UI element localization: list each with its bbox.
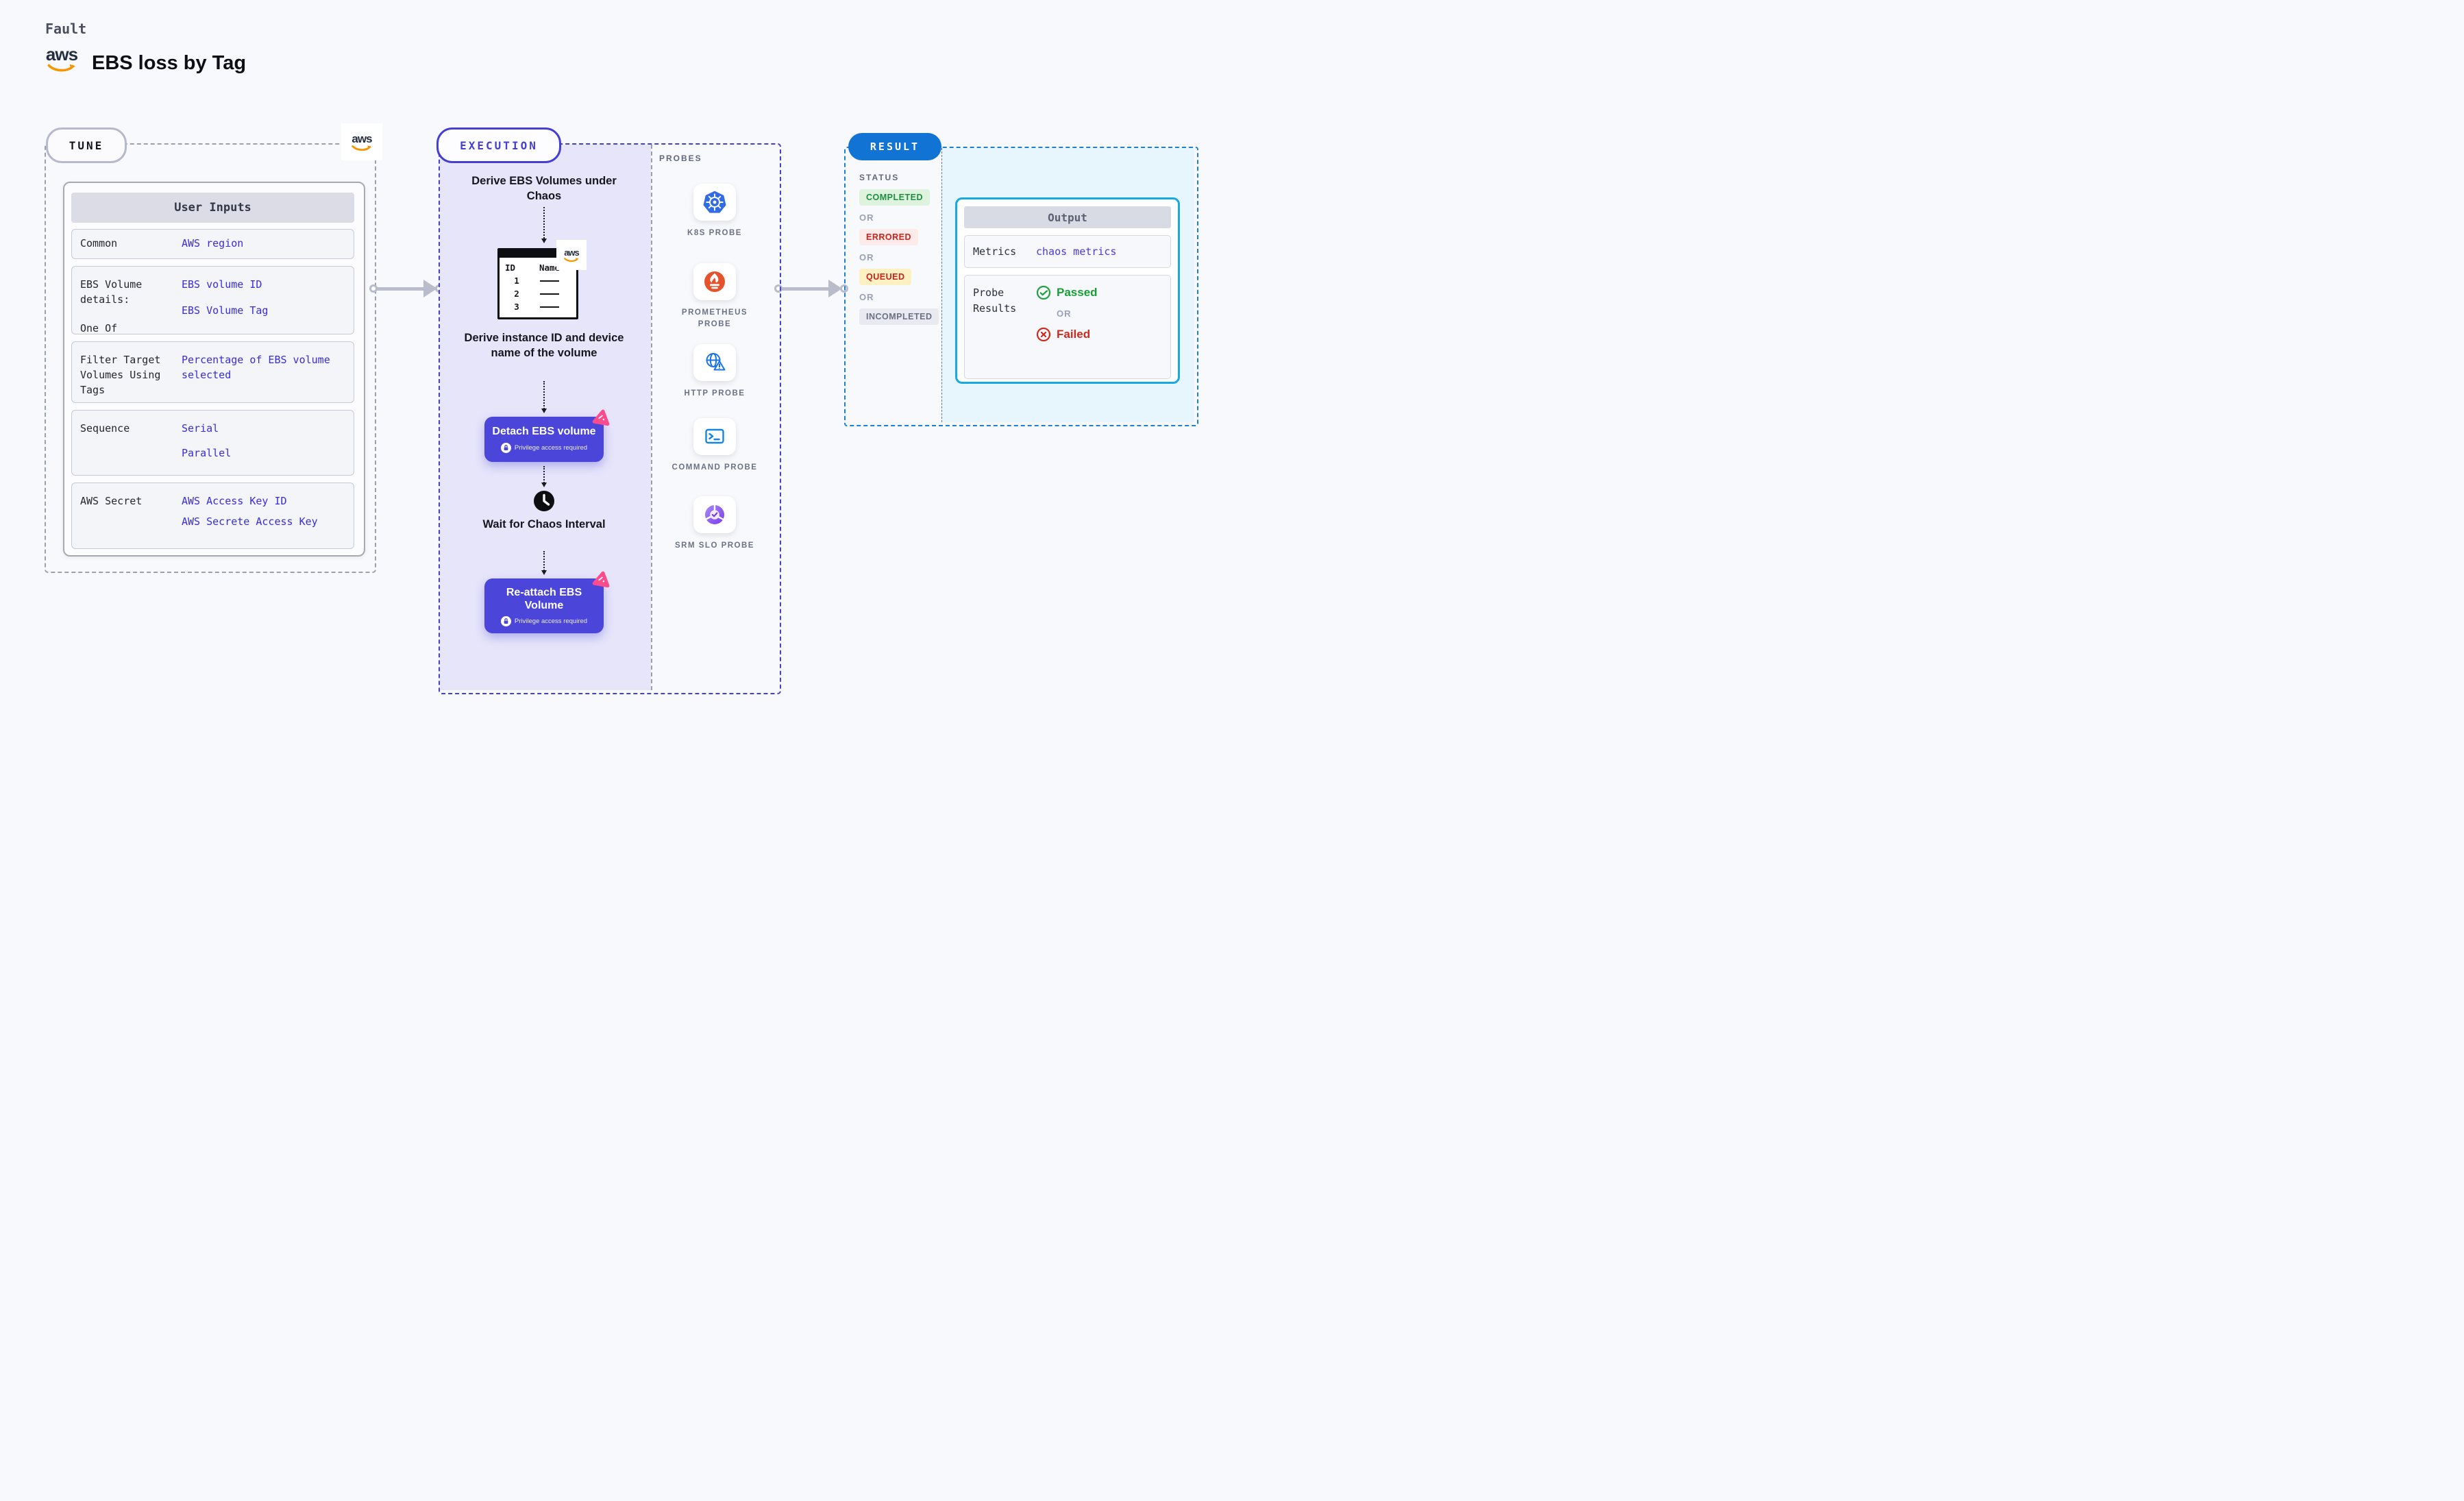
status-badge: QUEUED — [859, 269, 912, 285]
failed-label: Failed — [1057, 328, 1091, 341]
http-probe-icon — [693, 344, 736, 381]
step-derive-volumes: Derive EBS Volumes under Chaos — [471, 175, 617, 203]
row-label: Filter Target Volumes Using Tags — [80, 354, 161, 396]
probe-label: COMMAND PROBE — [672, 463, 758, 472]
user-input-row: Common AWS region — [71, 229, 354, 259]
probe-label: SRM SLO PROBE — [675, 541, 754, 550]
dotted-arrow-icon — [541, 207, 547, 243]
output-title: Output — [964, 206, 1171, 228]
wait-chaos-interval-label: Wait for Chaos Interval — [482, 518, 606, 530]
result-separator — [941, 148, 942, 422]
lock-icon — [500, 616, 511, 627]
dotted-arrow-icon — [541, 381, 547, 413]
result-pill: RESULT — [848, 133, 941, 160]
aws-logo-icon: aws — [45, 45, 78, 73]
or-label: OR — [1057, 308, 1072, 319]
tune-pill: TUNE — [46, 127, 127, 163]
step-button-title: Re-attach EBS Volume — [506, 587, 582, 612]
reattach-ebs-volume-step: Re-attach EBS Volume Privilege access re… — [484, 571, 610, 633]
fault-eyebrow: Fault — [45, 21, 87, 37]
x-circle-icon — [1036, 327, 1051, 342]
execution-panel — [439, 143, 781, 694]
page-title: EBS loss by Tag — [92, 52, 247, 74]
flow-arrow-icon — [369, 279, 443, 298]
execution-pill: EXECUTION — [436, 127, 561, 163]
step-derive-instance: Derive instance ID and device name of th… — [464, 332, 624, 360]
output-card: Output Metrics chaos metrics Probe Resul… — [955, 197, 1180, 384]
status-badge: ERRORED — [859, 229, 919, 245]
probe-results-label: Probe Results — [973, 286, 1017, 315]
passed-label: Passed — [1057, 286, 1098, 299]
diagram-page: Fault aws EBS loss by Tag TUNE aws User … — [0, 0, 1232, 750]
status-badge: COMPLETED — [859, 189, 930, 206]
lock-icon — [500, 443, 511, 454]
row-value: AWS region — [182, 237, 244, 250]
srm-slo-probe-icon — [693, 496, 736, 533]
k8s-probe-icon — [693, 184, 736, 221]
probe-label: HTTP PROBE — [684, 389, 746, 398]
row-value: EBS volume ID — [182, 278, 262, 291]
user-input-row: EBS Volume details: One Of EBS volume ID… — [71, 266, 354, 334]
row-value: AWS Secrete Access Key — [182, 515, 318, 528]
row-label: EBS Volume details: — [80, 278, 143, 306]
result-panel — [844, 147, 1198, 426]
or-label: OR — [859, 212, 874, 223]
metrics-value: chaos metrics — [1036, 245, 1117, 258]
probes-label: PROBES — [659, 154, 702, 163]
probes-separator — [651, 145, 652, 690]
status-label: STATUS — [859, 173, 900, 182]
metrics-label: Metrics — [973, 245, 1017, 258]
row-sublabel: One Of — [80, 321, 118, 334]
row-value: AWS Access Key ID — [182, 495, 287, 507]
row-value: Serial — [182, 422, 219, 435]
chaos-badge-icon — [591, 408, 613, 430]
aws-logo-icon: aws — [341, 123, 382, 160]
dotted-arrow-icon — [541, 551, 547, 575]
metrics-row: Metrics chaos metrics — [964, 235, 1171, 268]
status-badge: INCOMPLETED — [859, 308, 939, 325]
row-label: Sequence — [80, 422, 130, 435]
user-input-row: AWS Secret AWS Access Key ID AWS Secrete… — [71, 483, 354, 549]
user-input-row: Filter Target Volumes Using Tags Percent… — [71, 341, 354, 403]
dotted-arrow-icon — [541, 466, 547, 487]
row-label: AWS Secret — [80, 495, 143, 507]
aws-logo-icon: aws — [556, 240, 587, 270]
row-value: Parallel — [182, 446, 232, 459]
user-inputs-title: User Inputs — [71, 193, 354, 223]
clock-icon — [534, 491, 554, 511]
privilege-note: Privilege access required — [514, 444, 588, 452]
user-input-row: Sequence Serial Parallel — [71, 410, 354, 476]
command-probe-icon — [693, 418, 736, 455]
row-label: Common — [80, 237, 118, 250]
check-circle-icon — [1036, 285, 1051, 300]
or-label: OR — [859, 252, 874, 263]
probe-label: PROMETHEUS PROBE — [681, 308, 748, 328]
probe-label: K8S PROBE — [687, 229, 742, 237]
prometheus-probe-icon — [693, 263, 736, 300]
chaos-badge-icon — [591, 570, 613, 592]
row-value: Percentage of EBS volume selected — [182, 354, 330, 381]
step-button-title: Detach EBS volume — [492, 426, 596, 437]
probe-results-row: Probe Results Passed OR Failed — [964, 275, 1171, 379]
row-value: EBS Volume Tag — [182, 304, 269, 317]
detach-ebs-volume-step: Detach EBS volume Privilege access requi… — [484, 409, 610, 462]
privilege-note: Privilege access required — [514, 618, 588, 626]
or-label: OR — [859, 292, 874, 302]
tune-panel — [45, 143, 376, 573]
flow-arrow-icon — [774, 279, 848, 298]
